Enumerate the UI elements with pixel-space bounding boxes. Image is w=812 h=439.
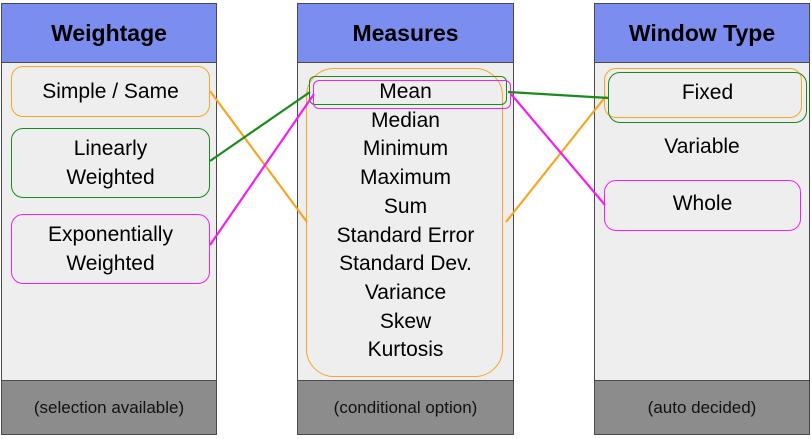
measures-group-box [306, 68, 503, 377]
measure-item: Standard Error [336, 223, 475, 247]
measure-item: Standard Dev. [339, 252, 472, 276]
window-option-whole: Whole [604, 180, 801, 231]
measure-item: Minimum [362, 137, 449, 161]
link-mean-to-fixed [507, 90, 610, 100]
weightage-option-label: Linearly Weighted [66, 137, 155, 189]
window-option-label: Whole [672, 192, 733, 215]
window-option-fixed-outline [604, 68, 802, 118]
measures-list: Mean Median Minimum Maximum Sum Standard… [299, 78, 512, 365]
link-mean-to-whole [510, 93, 606, 206]
measure-item: Mean [379, 80, 432, 103]
weightage-footer: (selection available) [2, 380, 216, 434]
measure-item: Kurtosis [367, 338, 444, 362]
window-option-label: Fixed [681, 81, 734, 104]
window-type-title: Window Type [595, 4, 809, 63]
link-measures-to-fixed [505, 95, 607, 223]
link-simple-to-measures [209, 90, 308, 223]
measures-title: Measures [298, 4, 513, 63]
link-exponential-to-mean [209, 93, 315, 246]
measure-item: Median [371, 108, 440, 132]
weightage-option-exponential: Exponentially Weighted [11, 214, 210, 284]
measure-item: Maximum [359, 166, 451, 190]
measure-item: Sum [383, 194, 428, 218]
link-linear-to-mean [209, 91, 311, 162]
mean-highlight-green [309, 76, 507, 105]
weightage-option-label: Exponentially Weighted [48, 223, 173, 275]
measures-footer: (conditional option) [298, 380, 513, 434]
weightage-option-linear: Linearly Weighted [11, 128, 210, 198]
measure-item: Skew [379, 309, 432, 333]
window-type-footer: (auto decided) [595, 380, 809, 434]
weightage-title: Weightage [2, 4, 216, 63]
weightage-option-label: Simple / Same [42, 80, 179, 103]
window-option-variable: Variable [664, 135, 740, 158]
measure-item: Variance [364, 280, 447, 304]
